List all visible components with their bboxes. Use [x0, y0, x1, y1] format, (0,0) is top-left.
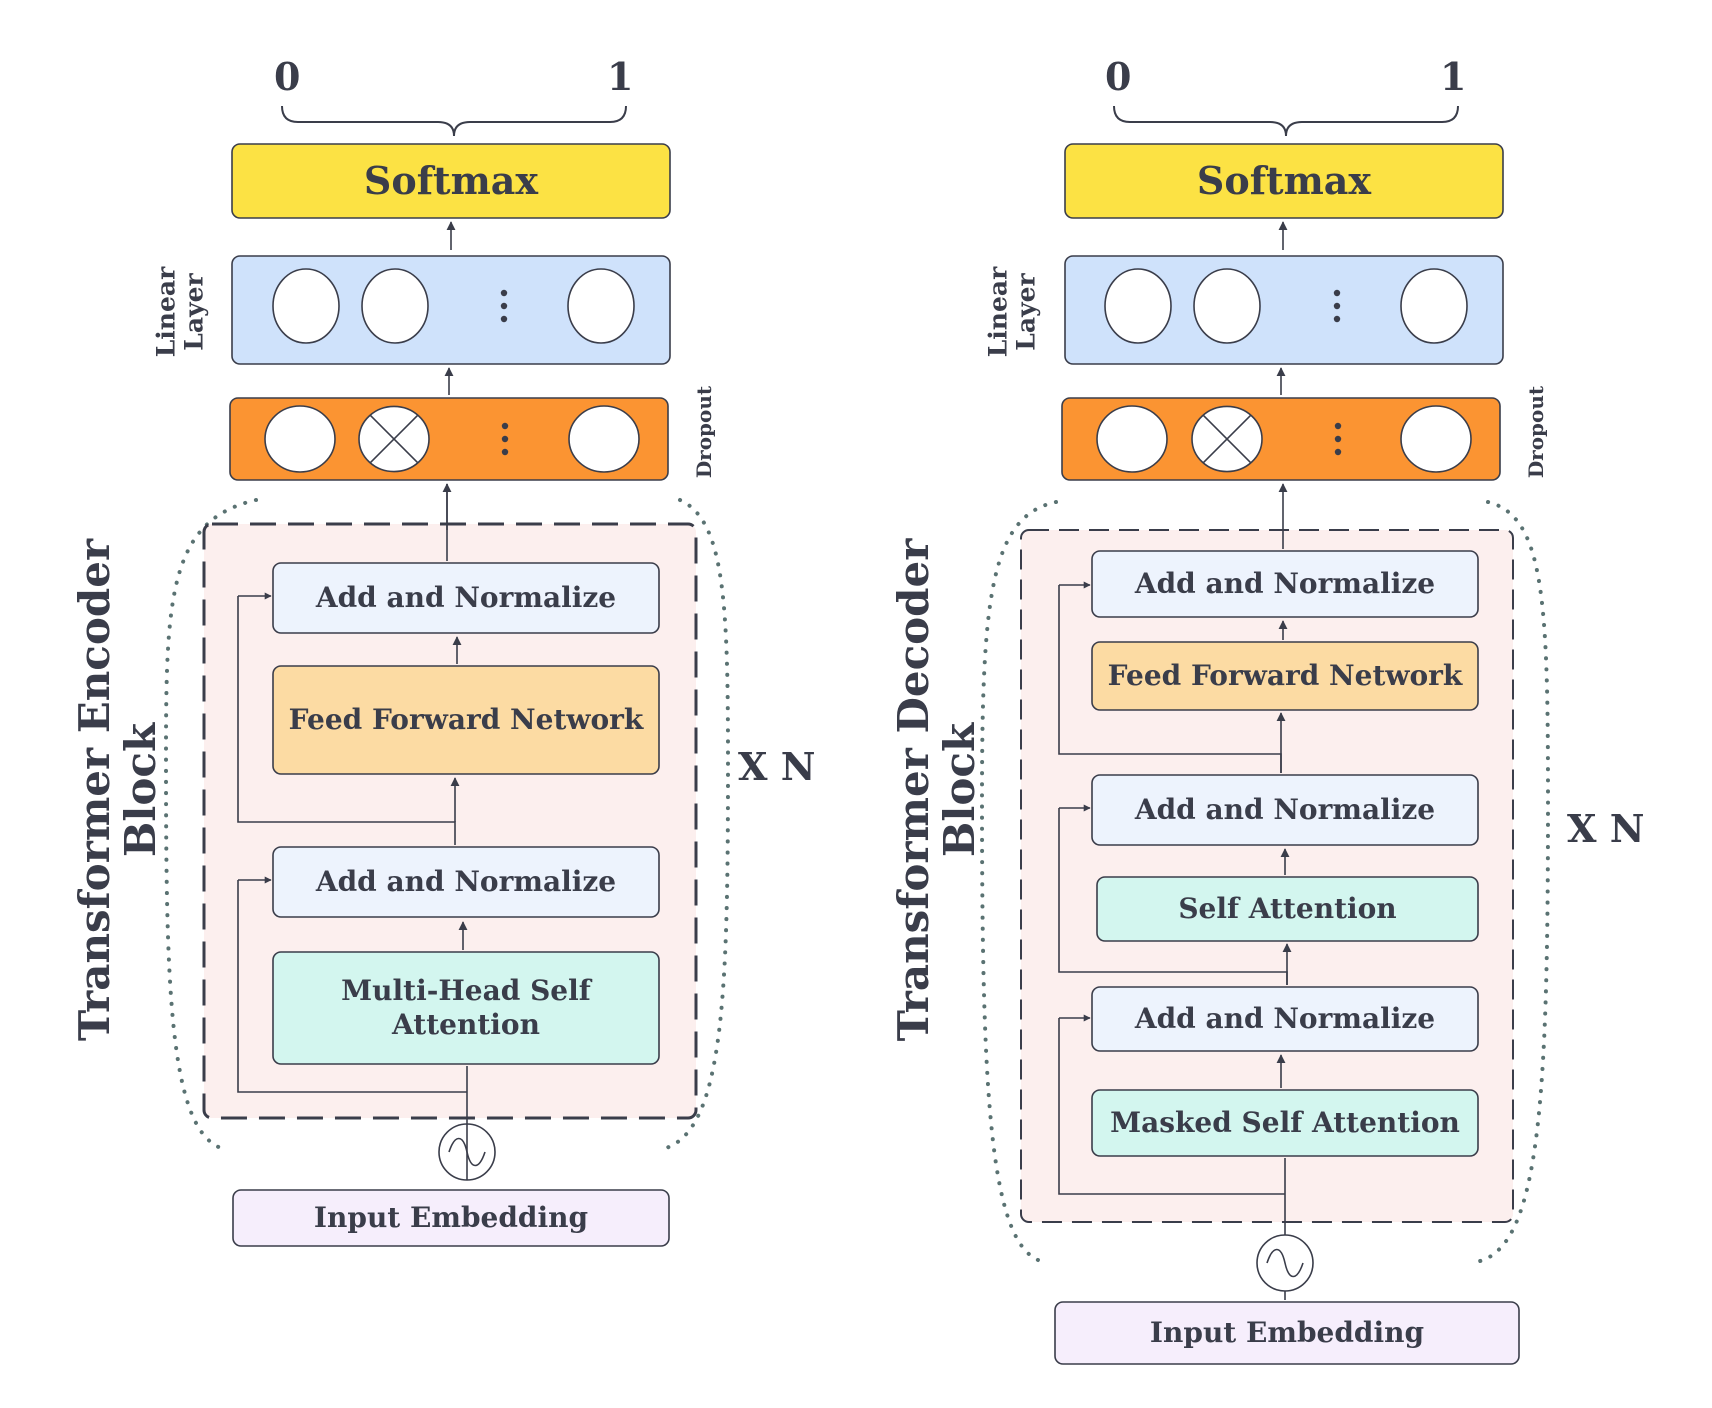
- encoder-linear-ellipsis-1: [500, 302, 508, 310]
- encoder-linear-neuron-2: [361, 268, 429, 344]
- decoder-linear-layer-label: Linear Layer: [983, 266, 1041, 358]
- encoder-block-title: Transformer Encoder Block: [69, 538, 165, 1042]
- encoder-ffn-box: [272, 665, 660, 775]
- encoder-attention-box: [272, 951, 660, 1065]
- encoder-dropout-ellipsis-2: [501, 448, 509, 456]
- encoder-attention-label: Multi-Head Self Attention: [341, 973, 591, 1041]
- encoder-linear-neuron-1: [272, 268, 340, 344]
- encoder-dropout-neuron-1: [264, 405, 336, 473]
- decoder-dropout-ellipsis-0: [1334, 422, 1342, 430]
- decoder-ffn-box: [1091, 641, 1479, 711]
- decoder-range-high: 1: [1440, 54, 1467, 99]
- decoder-dropout-neuron-3: [1400, 405, 1472, 473]
- decoder-range-low: 0: [1105, 54, 1132, 99]
- decoder-output-brace: [1113, 105, 1459, 137]
- encoder-repeat-label: X N: [738, 744, 816, 789]
- decoder-linear-ellipsis-1: [1333, 302, 1341, 310]
- decoder-repeat-label: X N: [1567, 806, 1645, 851]
- decoder-input-embedding: Input Embedding: [1149, 1315, 1425, 1349]
- decoder-block-title: Transformer Decoder Block: [888, 538, 984, 1042]
- decoder-linear-neuron-1: [1104, 268, 1172, 344]
- decoder-softmax-label: Softmax: [1196, 157, 1372, 203]
- decoder-dropout-ellipsis-2: [1334, 448, 1342, 456]
- encoder-linear-ellipsis-0: [500, 289, 508, 297]
- decoder-repeat-bracket-left: [979, 500, 1058, 1264]
- encoder-linear-box: [231, 255, 671, 365]
- decoder-linear-neuron-3: [1400, 268, 1468, 344]
- encoder-add-norm-bottom-box: [272, 846, 660, 918]
- encoder-residual-2-line: [237, 596, 456, 845]
- encoder-linear-neuron-3: [567, 268, 635, 344]
- decoder-softmax-box: [1064, 143, 1504, 219]
- decoder-masked-attention-box: [1091, 1089, 1479, 1157]
- decoder-dropout-ellipsis-1: [1334, 435, 1342, 443]
- decoder-residual-1-line: [1058, 1018, 1285, 1195]
- encoder-add-norm-top: Add and Normalize: [315, 580, 617, 614]
- decoder-add-norm-top-box: [1091, 550, 1479, 618]
- decoder-dropout-neuron-1: [1096, 405, 1168, 473]
- encoder-dropout-neuron-3: [568, 405, 640, 473]
- encoder-input-embedding: Input Embedding: [313, 1200, 589, 1234]
- decoder-self-attention-box: [1096, 876, 1479, 942]
- decoder-linear-ellipsis-0: [1333, 289, 1341, 297]
- encoder-range-low: 0: [274, 54, 301, 99]
- decoder-input-box: [1054, 1301, 1520, 1365]
- encoder-ffn-label: Feed Forward Network: [288, 702, 644, 736]
- encoder-dropout-ellipsis-0: [501, 422, 509, 430]
- decoder-ffn-label: Feed Forward Network: [1107, 658, 1463, 692]
- encoder-range-high: 1: [607, 54, 634, 99]
- decoder-dropout-label: Dropout: [1524, 385, 1548, 479]
- encoder-input-box: [232, 1189, 670, 1247]
- encoder-add-norm-top-box: [272, 562, 660, 634]
- encoder-dropout-box: [229, 397, 669, 481]
- encoder-repeat-bracket-right: [656, 498, 731, 1152]
- encoder-residual-1-line: [237, 880, 467, 1093]
- decoder-dropout-box: [1061, 397, 1501, 481]
- decoder-add-norm-bottom: Add and Normalize: [1134, 1001, 1436, 1035]
- encoder-softmax-label: Softmax: [363, 157, 539, 203]
- encoder-dropout-ellipsis-1: [501, 435, 509, 443]
- decoder-dropout-dropped-cross: [1202, 414, 1252, 464]
- decoder-add-norm-mid: Add and Normalize: [1134, 792, 1436, 826]
- encoder-output-brace: [281, 105, 627, 137]
- decoder-linear-ellipsis-2: [1333, 315, 1341, 323]
- encoder-softmax-box: [231, 143, 671, 219]
- encoder-repeat-bracket-left: [163, 498, 258, 1152]
- decoder-linear-box: [1064, 255, 1504, 365]
- decoder-add-norm-bottom-box: [1091, 986, 1479, 1052]
- decoder-positional-encoding-wave: [1266, 1248, 1304, 1278]
- encoder-linear-ellipsis-2: [500, 315, 508, 323]
- decoder-self-attention-label: Self Attention: [1178, 891, 1397, 925]
- encoder-dropout-label: Dropout: [692, 385, 716, 479]
- decoder-add-norm-mid-box: [1091, 774, 1479, 846]
- encoder-dropout-dropped-cross: [369, 414, 419, 464]
- decoder-linear-neuron-2: [1193, 268, 1261, 344]
- decoder-masked-attention-label: Masked Self Attention: [1110, 1105, 1460, 1139]
- encoder-add-norm-bottom: Add and Normalize: [315, 864, 617, 898]
- encoder-linear-layer-label: Linear Layer: [151, 266, 209, 358]
- decoder-add-norm-top: Add and Normalize: [1134, 566, 1436, 600]
